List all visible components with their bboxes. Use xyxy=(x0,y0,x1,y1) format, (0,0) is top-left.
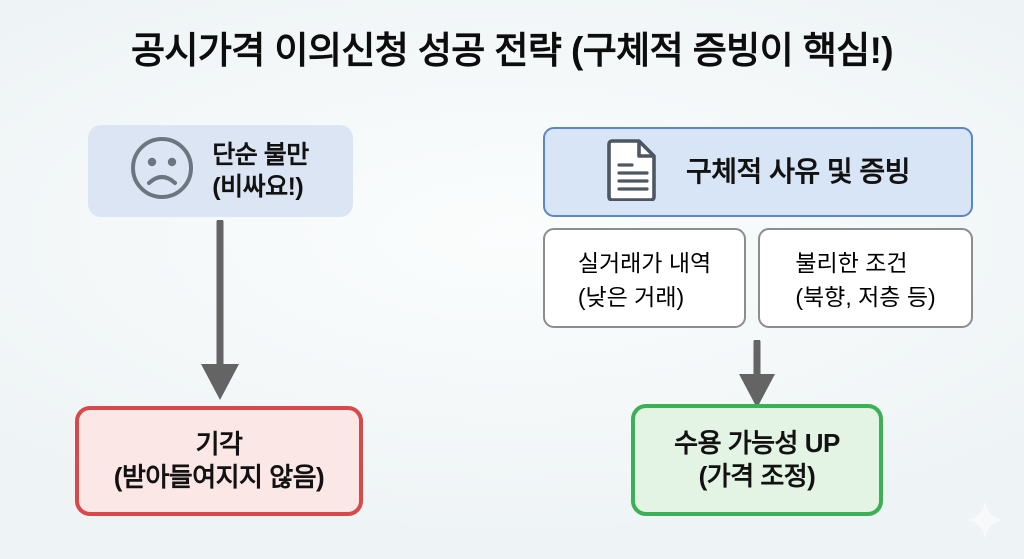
arrow-to-rejected xyxy=(198,218,242,407)
node-rejected: 기각 (받아들여지지 않음) xyxy=(75,406,363,516)
node-transaction-records-label: 실거래가 내역 (낮은 거래) xyxy=(578,244,711,312)
node-bad-conditions: 불리한 조건 (북향, 저층 등) xyxy=(758,228,973,328)
node-simple-complaint-label: 단순 불만 (비싸요!) xyxy=(212,139,309,203)
arrow-to-accepted xyxy=(735,338,779,415)
node-evidence-header-label: 구체적 사유 및 증빙 xyxy=(686,156,910,188)
node-bad-conditions-line1: 불리한 조건 xyxy=(795,250,908,276)
node-transaction-records-line2: (낮은 거래) xyxy=(577,284,685,310)
sad-face-icon xyxy=(128,134,196,208)
node-simple-complaint: 단순 불만 (비싸요!) xyxy=(88,125,353,217)
page-title: 공시가격 이의신청 성공 전략 (구체적 증빙이 핵심!) xyxy=(130,30,894,71)
node-rejected-line1: 기각 xyxy=(195,428,243,459)
node-accepted-line2: (가격 조정) xyxy=(698,461,816,491)
node-bad-conditions-label: 불리한 조건 (북향, 저층 등) xyxy=(795,244,935,312)
node-simple-complaint-line1: 단순 불만 xyxy=(212,141,309,169)
node-accepted: 수용 가능성 UP (가격 조정) xyxy=(631,404,883,516)
node-bad-conditions-line2: (북향, 저층 등) xyxy=(795,284,936,310)
node-accepted-line1: 수용 가능성 UP xyxy=(674,427,840,458)
sparkle-icon xyxy=(963,498,1007,542)
node-transaction-records-line1: 실거래가 내역 xyxy=(577,250,712,276)
node-evidence-header: 구체적 사유 및 증빙 xyxy=(543,127,973,217)
node-accepted-label: 수용 가능성 UP (가격 조정) xyxy=(674,427,840,494)
node-rejected-label: 기각 (받아들여지지 않음) xyxy=(113,428,325,495)
node-transaction-records: 실거래가 내역 (낮은 거래) xyxy=(543,228,746,328)
document-icon xyxy=(606,137,660,207)
node-rejected-line2: (받아들여지지 않음) xyxy=(113,462,325,492)
node-simple-complaint-line2: (비싸요!) xyxy=(212,173,304,201)
